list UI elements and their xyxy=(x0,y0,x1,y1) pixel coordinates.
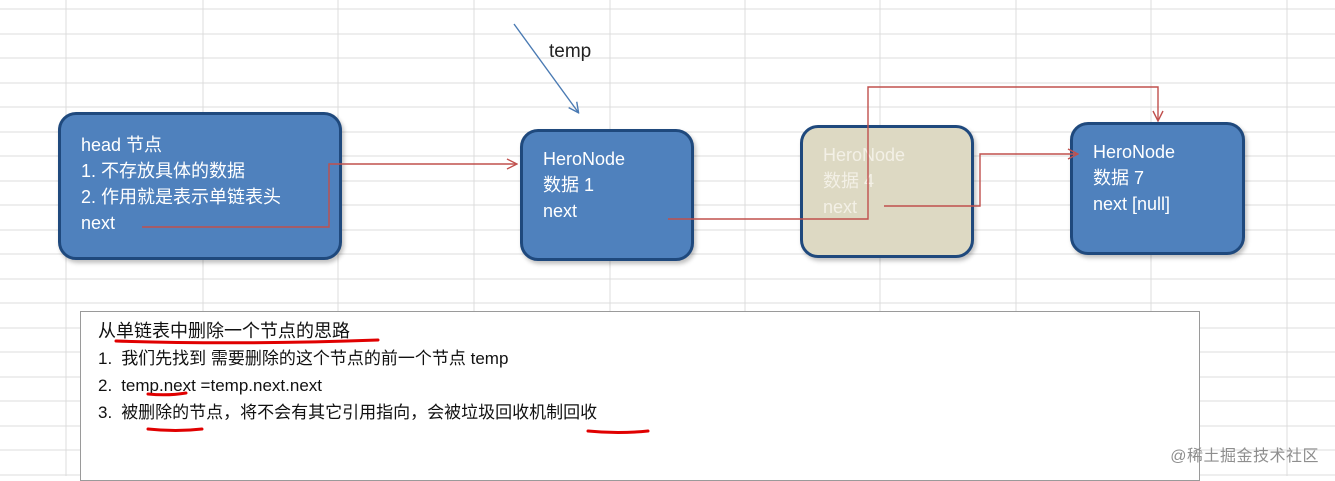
underline-deleted xyxy=(146,427,204,432)
notes-step-1-number: 1. xyxy=(98,349,113,368)
temp-pointer-arrow xyxy=(513,23,578,112)
head-node-next: next xyxy=(81,213,116,233)
underline-title xyxy=(114,338,380,345)
hero-node-4-next: next xyxy=(823,197,858,217)
head-next-arrow xyxy=(142,164,516,228)
hero-node-7: HeroNode 数据 7 next [null] xyxy=(1070,122,1245,255)
notes-title: 从单链表中删除一个节点的思路 xyxy=(98,321,350,341)
head-node-title: head 节点 xyxy=(81,135,163,155)
node4-next-arrow xyxy=(884,154,1077,207)
underline-temp-next xyxy=(146,391,188,397)
hero-node-1-next: next xyxy=(543,201,578,221)
hero-node-1: HeroNode 数据 1 next xyxy=(520,129,694,261)
head-node-line-2: 2. 作用就是表示单链表头 xyxy=(81,187,282,207)
hero-node-4-data: 数据 4 xyxy=(823,171,875,191)
hero-node-1-name: HeroNode xyxy=(543,149,626,169)
hero-node-7-data: 数据 7 xyxy=(1093,168,1145,188)
notes-step-1-text: 我们先找到 需要删除的这个节点的前一个节点 temp xyxy=(121,349,509,368)
hero-node-7-next: next [null] xyxy=(1093,194,1171,214)
notes-step-3-text: 被删除的节点，将不会有其它引用指向，会被垃圾回收机制回收 xyxy=(121,403,598,422)
head-node: head 节点 1. 不存放具体的数据 2. 作用就是表示单链表头 next xyxy=(58,112,342,260)
notes-step-3: 3. 被删除的节点，将不会有其它引用指向，会被垃圾回收机制回收 xyxy=(98,399,1199,426)
underline-garbage-collection xyxy=(586,429,650,434)
temp-pointer-label: temp xyxy=(549,41,592,62)
hero-node-4-name: HeroNode xyxy=(823,145,906,165)
notes-step-1: 1. 我们先找到 需要删除的这个节点的前一个节点 temp xyxy=(98,345,1199,372)
notes-step-3-number: 3. xyxy=(98,403,113,422)
head-node-line-1: 1. 不存放具体的数据 xyxy=(81,161,246,181)
watermark: @稀土掘金技术社区 xyxy=(1170,448,1319,465)
notes-step-2: 2. temp.next =temp.next.next xyxy=(98,372,1199,399)
notes-step-2-number: 2. xyxy=(98,376,113,395)
hero-node-1-data: 数据 1 xyxy=(543,175,595,195)
hero-node-4-deleted: HeroNode 数据 4 next xyxy=(800,125,974,258)
node1-next-bypass-arrow xyxy=(668,86,1158,220)
deletion-notes: 从单链表中删除一个节点的思路 1. 我们先找到 需要删除的这个节点的前一个节点 t… xyxy=(80,311,1200,481)
hero-node-7-name: HeroNode xyxy=(1093,142,1176,162)
notes-step-2-text: temp.next =temp.next.next xyxy=(121,376,322,395)
